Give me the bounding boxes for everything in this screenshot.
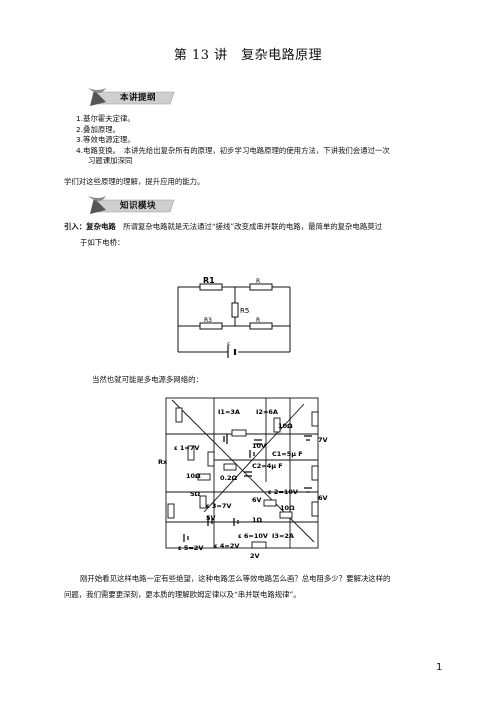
resistor-r5 [231,302,239,318]
resistor-10 [263,499,277,507]
resistor-1 [279,511,293,519]
resistor-rx [207,451,215,467]
network-intro: 当然也就可能是多电源多网络的： [92,375,203,384]
ribbon-icon [90,198,106,214]
section-title-outline: 本讲提纲 [120,93,157,103]
list-item: 2.叠加原理。 [76,124,121,134]
page-title: 第 13 讲 复杂电路原理 [173,48,323,63]
label-c2: C2=4μ F [252,462,283,470]
resistor [311,501,319,517]
label-v6a: 6V [252,496,262,504]
closing-line-2: 问题，我们需要更深刻，更本质的理解欧姆定律以及“串并联电路规律”。 [64,590,301,599]
resistor-r3 [199,322,223,330]
resistor [231,429,247,437]
resistor [311,465,319,481]
outline-tail: 学们对这些原理的理解，提升应用的能力。 [64,177,205,186]
resistor [167,503,175,519]
list-item: 4.电路变换。 本讲先给出复杂所有的原理，初步学习电路原理的使用方法，下讲我们会… [76,145,390,155]
closing-paragraph: 刚开始看见这样电路一定有些绝望，这种电路怎么等效电路怎么画？总电阻多少？要解决这… [64,571,454,603]
resistor-5 [199,495,207,509]
banner-graphic [88,88,175,106]
intro-text-2: 于如下电桥： [80,238,125,247]
network-circuit-diagram: I1=3A I2=6A 10Ω 10V 7V C1=5μ F ε 1=7V C2… [158,397,328,560]
bridge-circuit-diagram: R1 R R5 R3 R ε [177,276,291,358]
label-r1: R1 [203,276,215,285]
list-item: 习题课加深同 [88,156,133,166]
intro-text-1: 所谓复杂电路就是无法通过“搓线”改变成串并联的电路，最简单的复杂电路莫过 [123,222,382,231]
section-banner-knowledge: 知识模块 [66,194,176,216]
label-i1: I1=3A [218,408,240,416]
label-r5: R5 [240,307,249,315]
label-e3: ε 3=7V [206,502,231,510]
label-r5o: 5Ω [190,490,201,498]
label-rx: Rx [158,458,168,466]
resistor-10 [197,473,211,481]
label-i3: I3=2A [272,532,294,540]
resistor-r2 [249,283,273,291]
intro-paragraph: 引入：复杂电路 所谓复杂电路就是无法通过“搓线”改变成串并联的电路，最简单的复杂… [64,219,454,251]
label-r10c: 10Ω [280,504,295,512]
banner-graphic [88,196,175,214]
label-v10: 10V [252,442,266,450]
list-item: 3.等效电源定理。 [76,135,135,145]
resistor [311,411,319,427]
closing-line-1: 刚开始看见这样电路一定有些绝望，这种电路怎么等效电路怎么画？总电阻多少？要解决这… [80,574,391,583]
ribbon-icon [90,90,106,106]
resistor-r4 [249,322,273,330]
resistor [273,417,281,433]
label-r10b: 10Ω [186,472,201,480]
list-item: 1.基尔霍夫定律。 [76,114,135,123]
label-v6b: 6V [318,494,328,502]
resistor-r1 [199,283,223,291]
label-i2: I2=6A [256,408,278,416]
label-r2: R [256,278,260,285]
resistor-0.2 [223,463,237,471]
label-e4: ε 4=2V [214,542,239,550]
label-r4: R [256,317,260,324]
label-v5: 5V [206,514,216,522]
label-r10a: 10Ω [278,422,293,430]
page-number: 1 [436,662,443,673]
section-banner-outline: 本讲提纲 [66,86,176,108]
resistor [251,541,267,549]
label-battery: ε [227,341,230,348]
label-e2: ε 2=10V [268,488,298,496]
resistor [175,407,183,423]
label-e6: ε 6=10V [238,532,268,540]
label-v2: 2V [250,552,260,560]
label-c1: C1=5μ F [272,450,303,458]
label-r1o: 1Ω [252,516,263,524]
intro-label: 引入：复杂电路 [64,222,116,231]
label-e5: ε 5=2V [178,544,203,552]
label-e1: ε 1=7V [174,444,199,452]
outline-list: 1.基尔霍夫定律。 2.叠加原理。 3.等效电源定理。 4.电路变换。 本讲先给… [76,114,390,167]
label-v7a: 7V [318,436,328,444]
label-r3: R3 [204,317,212,324]
label-r02: 0.2Ω [220,474,238,482]
resistor [187,445,195,461]
section-title-knowledge: 知识模块 [120,201,157,211]
